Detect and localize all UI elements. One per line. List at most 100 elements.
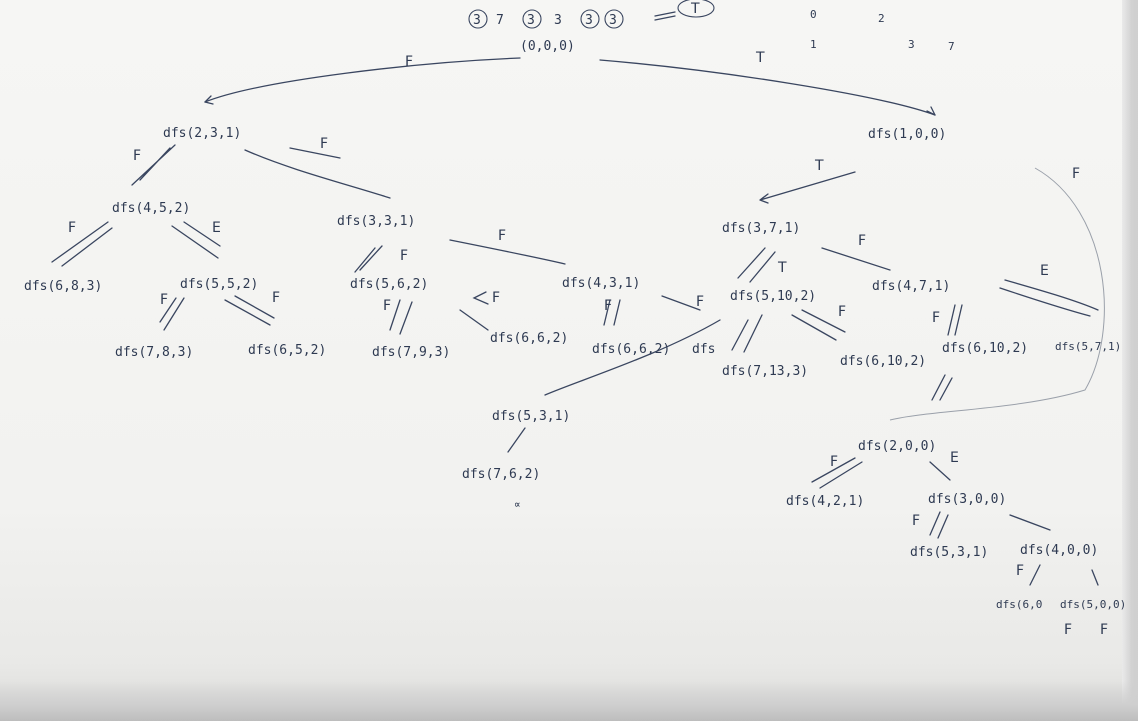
edge-452-683-label: F xyxy=(68,220,76,236)
root-left-arrowhead xyxy=(204,95,214,105)
edge-200-to-421 xyxy=(811,457,863,489)
edge-552-652-label: F xyxy=(272,290,280,306)
node-dfs-4-7-1: dfs(4,7,1) xyxy=(872,279,950,294)
edge-231-to-331 xyxy=(244,149,391,199)
edge-552-to-652 xyxy=(224,295,275,326)
node-dfs-5-7-1: dfs(5,7,1) xyxy=(1055,340,1121,353)
edge-331-431-label: F xyxy=(498,228,506,244)
edge-562-793-label: F xyxy=(383,298,391,314)
node-dfs-4-3-1: dfs(4,3,1) xyxy=(562,276,640,291)
node-dfs-6-5-2: dfs(6,5,2) xyxy=(248,343,326,358)
edge-471-571-label: E xyxy=(1040,263,1049,279)
header-result-label: T xyxy=(690,1,700,17)
margin-mark-3: 2 xyxy=(878,12,885,25)
edge-231-452-label: F xyxy=(133,148,141,164)
edge-371-to-471 xyxy=(821,247,891,271)
edge-562-to-793 xyxy=(389,299,413,335)
node-dfs-7-8-3: dfs(7,8,3) xyxy=(115,345,193,360)
edge-331-to-431 xyxy=(449,239,566,265)
node-dfs-partial: dfs xyxy=(692,342,715,357)
root-right-label: T xyxy=(755,50,765,66)
edge-471-6102-label: F xyxy=(932,310,940,326)
root-left-label: F xyxy=(405,54,413,70)
root-state: (0,0,0) xyxy=(520,39,575,54)
edge-400-to-500 xyxy=(1091,569,1099,586)
node-dfs-7-9-3: dfs(7,9,3) xyxy=(372,345,450,360)
margin-mark-1: 0 xyxy=(810,8,817,21)
edge-100-to-200 xyxy=(889,167,1105,421)
edge-431-to-531 xyxy=(544,319,721,396)
node-dfs-5-10-2: dfs(5,10,2) xyxy=(730,289,816,304)
edge-562-to-662 xyxy=(459,309,489,331)
node-dfs-3-7-1: dfs(3,7,1) xyxy=(722,221,800,236)
header-digit-5: 3 xyxy=(585,13,593,28)
edge-5102-to-7133 xyxy=(731,314,763,353)
edge-300-531-label: F xyxy=(912,513,920,529)
header-row: 3 7 3 3 3 3 T (0,0,0) xyxy=(468,0,715,54)
node-dfs-5-0-0: dfs(5,0,0) xyxy=(1060,598,1126,611)
header-digit-2: 7 xyxy=(496,13,504,28)
node-dfs-7-6-2: dfs(7,6,2) xyxy=(462,467,540,482)
edge-331-to-562 xyxy=(354,245,383,273)
header-result-circle xyxy=(677,0,715,18)
header-arrow xyxy=(654,11,676,21)
edge-200-421-label: F xyxy=(830,454,838,470)
margin-mark-4: 3 xyxy=(908,38,915,51)
node-dfs-2-0-0: dfs(2,0,0) xyxy=(858,439,936,454)
edge-6102-down xyxy=(931,374,953,401)
edge-452-to-683 xyxy=(51,221,113,267)
header-circle-1 xyxy=(468,9,488,29)
header-digit-6: 3 xyxy=(609,13,617,28)
infinity-mark: ∝ xyxy=(514,498,521,511)
node-dfs-7-13-3: dfs(7,13,3) xyxy=(722,364,808,379)
node-dfs-6-10-2-b: dfs(6,10,2) xyxy=(942,341,1028,356)
edge-371-471-label: F xyxy=(858,233,866,249)
final-result-1: F xyxy=(1064,622,1072,638)
node-dfs-5-5-2: dfs(5,5,2) xyxy=(180,277,258,292)
edge-471-to-6102 xyxy=(947,304,963,336)
edge-552-to-783 xyxy=(159,297,185,331)
edge-200-to-300 xyxy=(929,461,951,481)
header-digit-3: 3 xyxy=(527,13,535,28)
edge-200-300-label: E xyxy=(950,450,959,466)
edge-431-return-label: F xyxy=(696,294,704,310)
edge-431-to-662 xyxy=(603,299,621,326)
node-dfs-5-3-1: dfs(5,3,1) xyxy=(492,409,570,424)
edge-400-60-label: F xyxy=(1016,563,1024,579)
header-circle-3 xyxy=(580,9,600,29)
node-dfs-3-3-1: dfs(3,3,1) xyxy=(337,214,415,229)
header-digit-1: 3 xyxy=(473,13,481,28)
edge-531-to-762 xyxy=(507,427,526,453)
edge-452-to-552 xyxy=(171,221,221,259)
margin-marks: 0 1 2 3 7 xyxy=(810,8,955,53)
node-dfs-6-0: dfs(6,0 xyxy=(996,598,1042,611)
edge-431-662-label: F xyxy=(604,298,612,314)
edge-231-331-label: F xyxy=(320,136,328,152)
root-right-arrowhead xyxy=(926,106,936,116)
node-dfs-5-6-2: dfs(5,6,2) xyxy=(350,277,428,292)
node-dfs-4-0-0: dfs(4,0,0) xyxy=(1020,543,1098,558)
edge-300-to-531 xyxy=(929,511,949,539)
edge-100-371-label: T xyxy=(814,158,824,174)
node-dfs-6-10-2-a: dfs(6,10,2) xyxy=(840,354,926,369)
page-edge-right xyxy=(1122,0,1138,721)
header-circle-4 xyxy=(604,9,624,29)
node-dfs-6-8-3: dfs(6,8,3) xyxy=(24,279,102,294)
edge-562-return-label: F xyxy=(492,290,500,306)
root-right-branch xyxy=(599,59,936,116)
edge-452-552-label: E xyxy=(212,220,221,236)
edge-331-return xyxy=(289,147,341,159)
node-dfs-5-3-1-b: dfs(5,3,1) xyxy=(910,545,988,560)
node-dfs-1-0-0: dfs(1,0,0) xyxy=(868,127,946,142)
node-dfs-6-6-2-a: dfs(6,6,2) xyxy=(490,331,568,346)
edge-562-return xyxy=(472,291,489,305)
node-dfs-3-0-0: dfs(3,0,0) xyxy=(928,492,1006,507)
header-circle-2 xyxy=(522,9,542,29)
edge-431-return xyxy=(661,295,701,311)
margin-mark-2: 1 xyxy=(810,38,817,51)
header-digit-4: 3 xyxy=(554,13,562,28)
page-edge-bottom xyxy=(0,681,1138,721)
edge-552-783-label: F xyxy=(160,292,168,308)
